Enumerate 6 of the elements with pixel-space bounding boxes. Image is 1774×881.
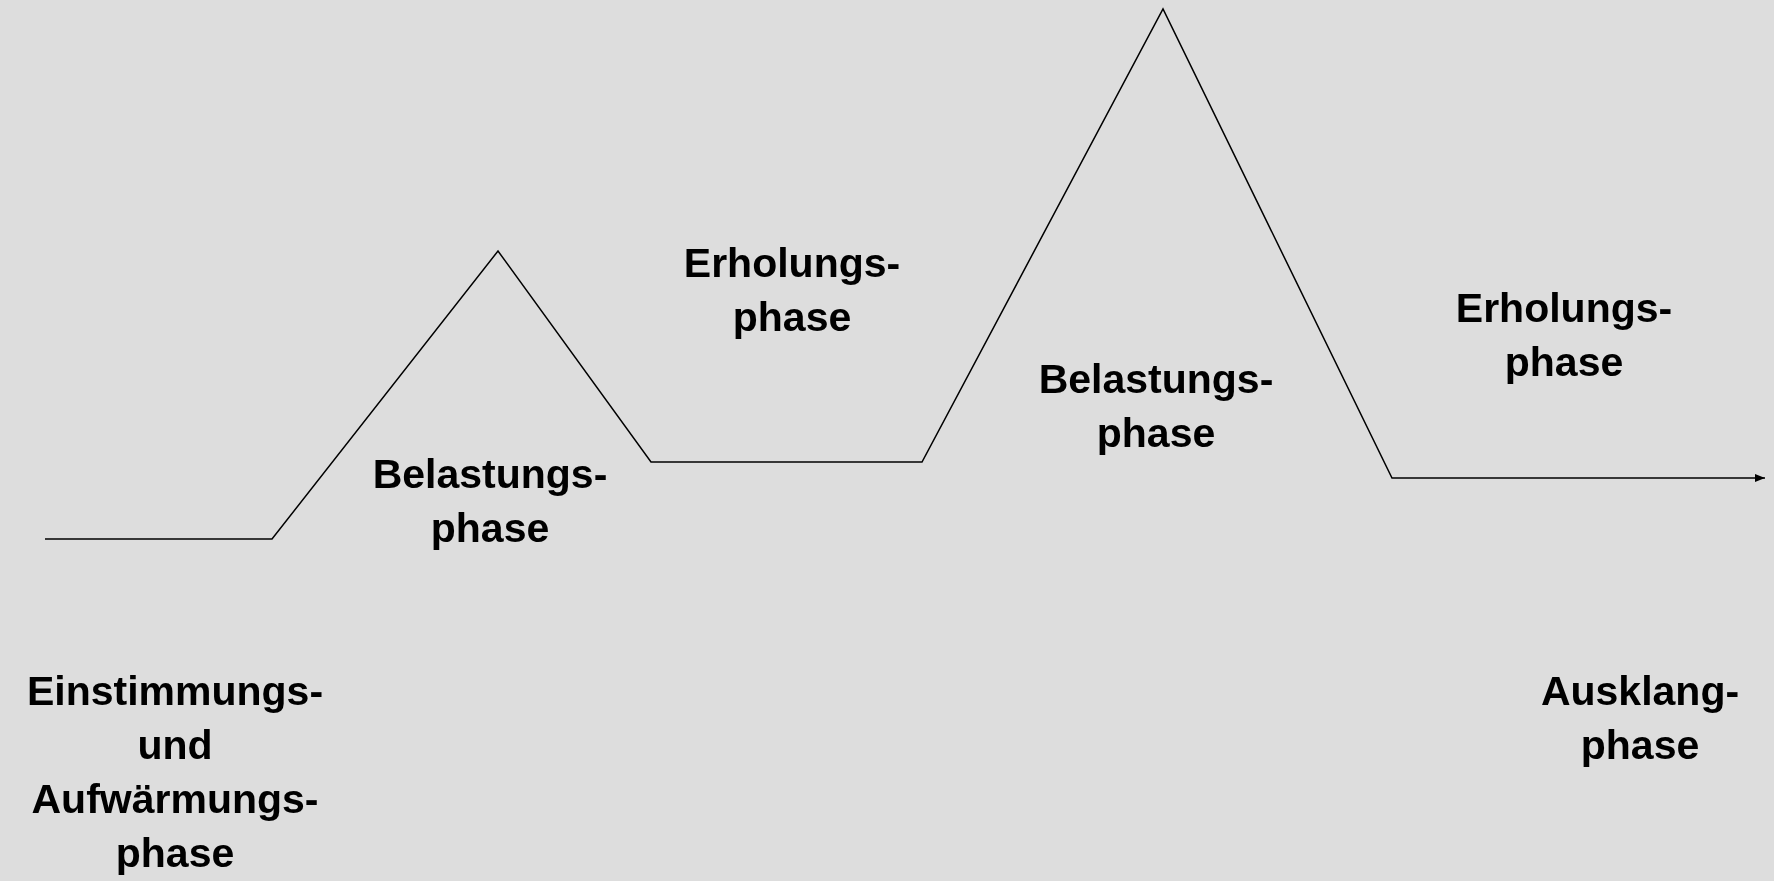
- phase-label: Ausklang- phase: [1540, 667, 1740, 770]
- phase-label: Belastungs- phase: [1038, 355, 1274, 458]
- phase-label: Einstimmungs- und Aufwärmungs- phase: [26, 667, 324, 878]
- phase-label: Belastungs- phase: [372, 450, 608, 553]
- phase-label: Erholungs- phase: [1455, 284, 1673, 387]
- phase-label: Erholungs- phase: [683, 239, 901, 342]
